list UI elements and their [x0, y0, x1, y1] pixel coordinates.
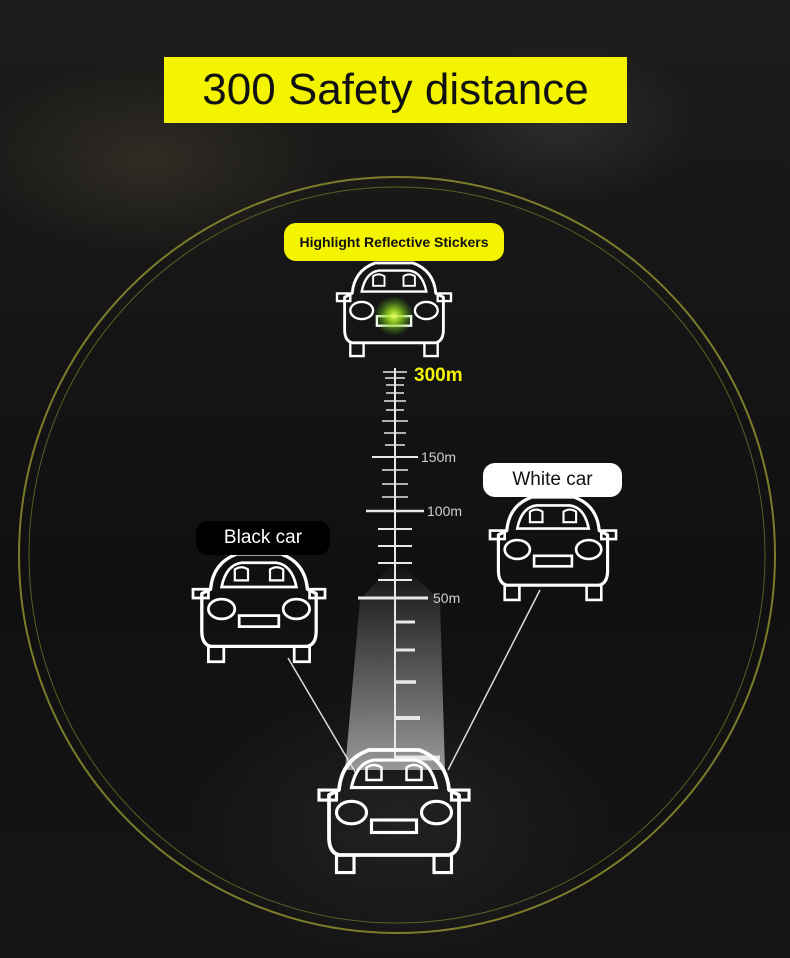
- black-car-icon: [191, 552, 327, 664]
- inner-ring: [28, 186, 766, 924]
- white-car-connector: [447, 589, 541, 771]
- title-text: 300 Safety distance: [202, 65, 589, 114]
- title-banner: 300 Safety distance: [164, 57, 627, 123]
- scale-label-300m: 300m: [414, 365, 463, 386]
- scale-label-150m: 150m: [421, 449, 456, 465]
- reflective-sticker-glow-icon: [374, 296, 414, 336]
- scale-label-100m: 100m: [427, 503, 462, 519]
- highlight-badge: Highlight Reflective Stickers: [284, 223, 504, 261]
- distance-scale: 300m 150m 100m 50m: [358, 365, 463, 761]
- outer-ring: [18, 176, 776, 934]
- white-car-icon: [488, 495, 618, 602]
- white-car-label: White car: [483, 463, 622, 497]
- black-car-label-text: Black car: [223, 527, 303, 548]
- highlight-badge-text: Highlight Reflective Stickers: [299, 234, 489, 250]
- white-car-label-text: White car: [512, 469, 593, 490]
- scale-label-50m: 50m: [433, 590, 460, 606]
- black-car-label: Black car: [196, 521, 330, 555]
- black-car-connector: [287, 657, 358, 776]
